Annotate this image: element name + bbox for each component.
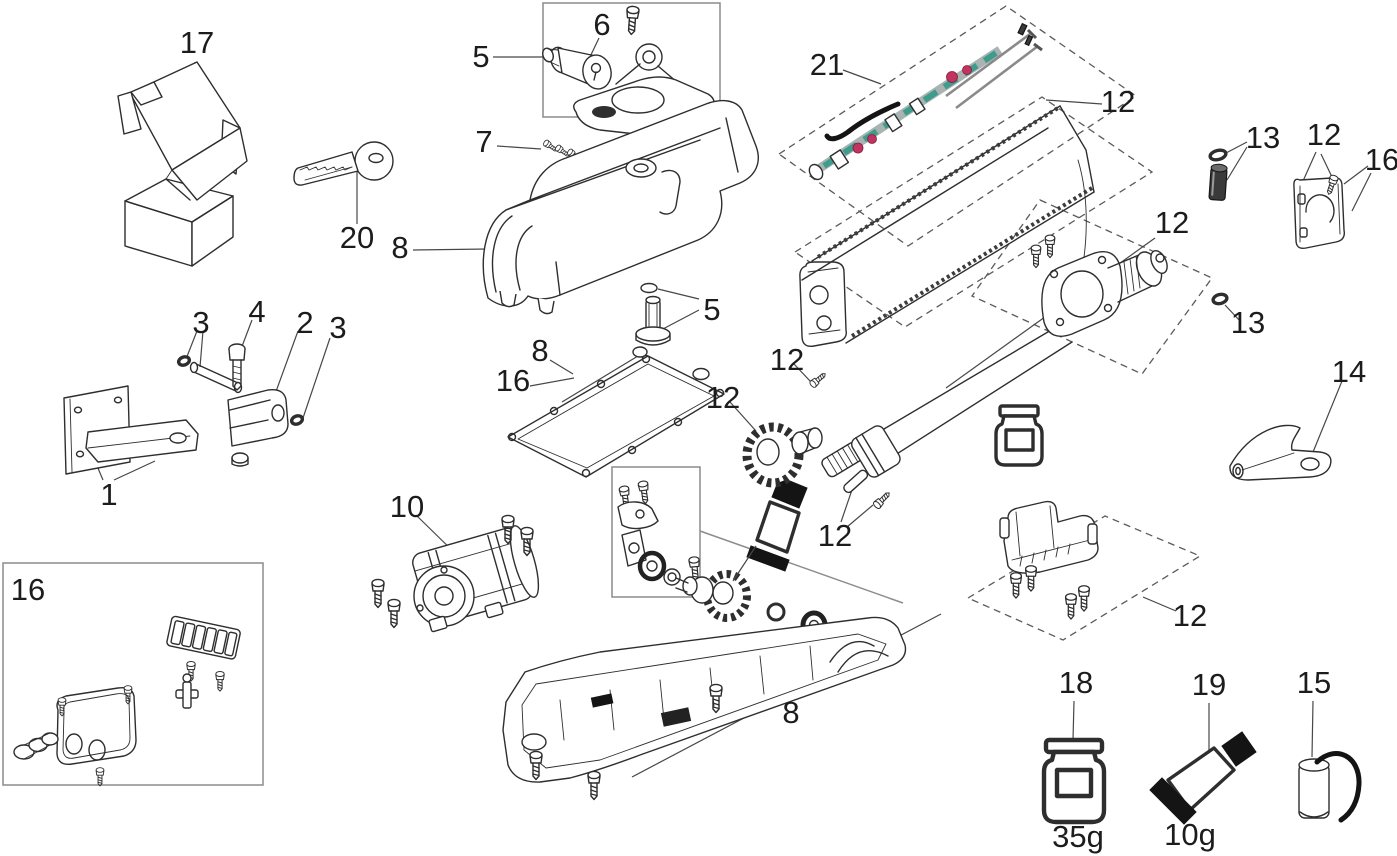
release-lever-detail bbox=[617, 479, 681, 586]
release-pin bbox=[635, 282, 671, 346]
accessory-kit bbox=[13, 615, 241, 787]
screw-icon bbox=[808, 370, 829, 389]
drive-pin-and-screw bbox=[808, 370, 893, 511]
carriage-slider bbox=[999, 500, 1099, 620]
part-label-16-10: 16 bbox=[1365, 142, 1397, 177]
screw-icon bbox=[1077, 585, 1091, 612]
detail-box-accessory-kit-16 bbox=[2, 562, 264, 786]
screw-icon bbox=[871, 489, 893, 511]
rear-bracket-set bbox=[63, 343, 305, 475]
part-label-13-8: 13 bbox=[1246, 120, 1280, 155]
part-label-12-24: 12 bbox=[818, 518, 852, 553]
screw-icon bbox=[587, 770, 601, 801]
grease-tube-10g bbox=[1149, 731, 1257, 825]
grease-jar-35g bbox=[1041, 737, 1107, 825]
detail-box-extension-line bbox=[699, 530, 904, 604]
part-label-3-16: 3 bbox=[329, 310, 346, 345]
lock-cylinder-assembly bbox=[542, 5, 640, 90]
flange-gearbox bbox=[821, 234, 1168, 478]
part-label-6-2: 6 bbox=[593, 7, 610, 42]
housing-cover bbox=[482, 99, 759, 315]
screw-icon bbox=[1009, 572, 1023, 599]
cable-glands bbox=[13, 732, 59, 760]
part-label-19-30: 19 bbox=[1192, 667, 1226, 702]
weight-label-10g-1: 10g bbox=[1164, 817, 1216, 852]
end-bracket-cover bbox=[1293, 173, 1346, 250]
part-label-2-15: 2 bbox=[296, 305, 313, 340]
part-label-21-6: 21 bbox=[810, 47, 844, 82]
pin-and-rings bbox=[1208, 148, 1229, 306]
part-label-12-27: 12 bbox=[1173, 598, 1207, 633]
part-label-1-17: 1 bbox=[100, 477, 117, 512]
weight-label-35g-0: 35g bbox=[1052, 819, 1104, 854]
part-label-14-22: 14 bbox=[1332, 354, 1366, 389]
screw-icon bbox=[1044, 234, 1056, 259]
kit-box-extrusion-12 bbox=[793, 96, 1154, 328]
motor bbox=[371, 514, 540, 633]
part-label-12-21: 12 bbox=[706, 380, 740, 415]
part-label-5-1: 5 bbox=[472, 39, 489, 74]
screw-icon bbox=[637, 479, 652, 505]
part-label-12-7: 12 bbox=[1101, 84, 1135, 119]
junction-box bbox=[56, 685, 137, 787]
base-tray bbox=[502, 616, 907, 801]
screw-icon bbox=[387, 598, 401, 629]
grease-jar-small bbox=[994, 404, 1044, 467]
part-label-15-31: 15 bbox=[1297, 665, 1331, 700]
wiring-harness bbox=[808, 22, 1043, 181]
part-label-5-20: 5 bbox=[703, 292, 720, 327]
part-label-20-4: 20 bbox=[340, 220, 374, 255]
front-bracket bbox=[1229, 424, 1332, 481]
extrusion-profile bbox=[799, 105, 1095, 347]
screw-icon bbox=[1024, 565, 1038, 592]
part-label-17-0: 17 bbox=[180, 25, 214, 60]
bevel-gear bbox=[742, 422, 823, 488]
screw-icon bbox=[1030, 244, 1042, 269]
part-label-7-3: 7 bbox=[475, 124, 492, 159]
part-label-8-18: 8 bbox=[531, 333, 548, 368]
part-label-4-14: 4 bbox=[248, 294, 265, 329]
cover-gasket bbox=[507, 346, 725, 478]
clutch-gear-assembly bbox=[675, 555, 828, 640]
screw-icon bbox=[215, 670, 225, 692]
part-label-12-9: 12 bbox=[1307, 117, 1341, 152]
kit-box-carriage-12 bbox=[966, 515, 1202, 641]
part-label-3-13: 3 bbox=[192, 305, 209, 340]
terminal-block bbox=[166, 615, 241, 660]
weight-annotations: 35g 10g bbox=[1052, 817, 1216, 854]
part-label-8-28: 8 bbox=[782, 695, 799, 730]
detail-box-release-lever bbox=[611, 466, 701, 598]
packaging-box bbox=[117, 61, 248, 267]
part-label-10-25: 10 bbox=[390, 489, 424, 524]
capacitor bbox=[1298, 751, 1362, 823]
part-label-13-12: 13 bbox=[1231, 305, 1265, 340]
part-label-12-11: 12 bbox=[1155, 205, 1189, 240]
clevis-fork bbox=[227, 389, 289, 447]
screw-icon bbox=[1064, 593, 1078, 620]
screw-icon bbox=[95, 767, 105, 787]
part-label-16-19: 16 bbox=[496, 363, 530, 398]
part-label-16-26: 16 bbox=[11, 572, 45, 607]
release-key bbox=[293, 141, 394, 186]
part-label-8-5: 8 bbox=[391, 230, 408, 265]
screw-icon bbox=[371, 578, 385, 609]
cable-clamp bbox=[175, 673, 199, 709]
collar bbox=[851, 425, 901, 478]
part-label-12-23: 12 bbox=[770, 342, 804, 377]
screw-icon bbox=[624, 5, 640, 36]
kit-box-harness-21 bbox=[777, 5, 1138, 247]
part-label-18-29: 18 bbox=[1059, 665, 1093, 700]
